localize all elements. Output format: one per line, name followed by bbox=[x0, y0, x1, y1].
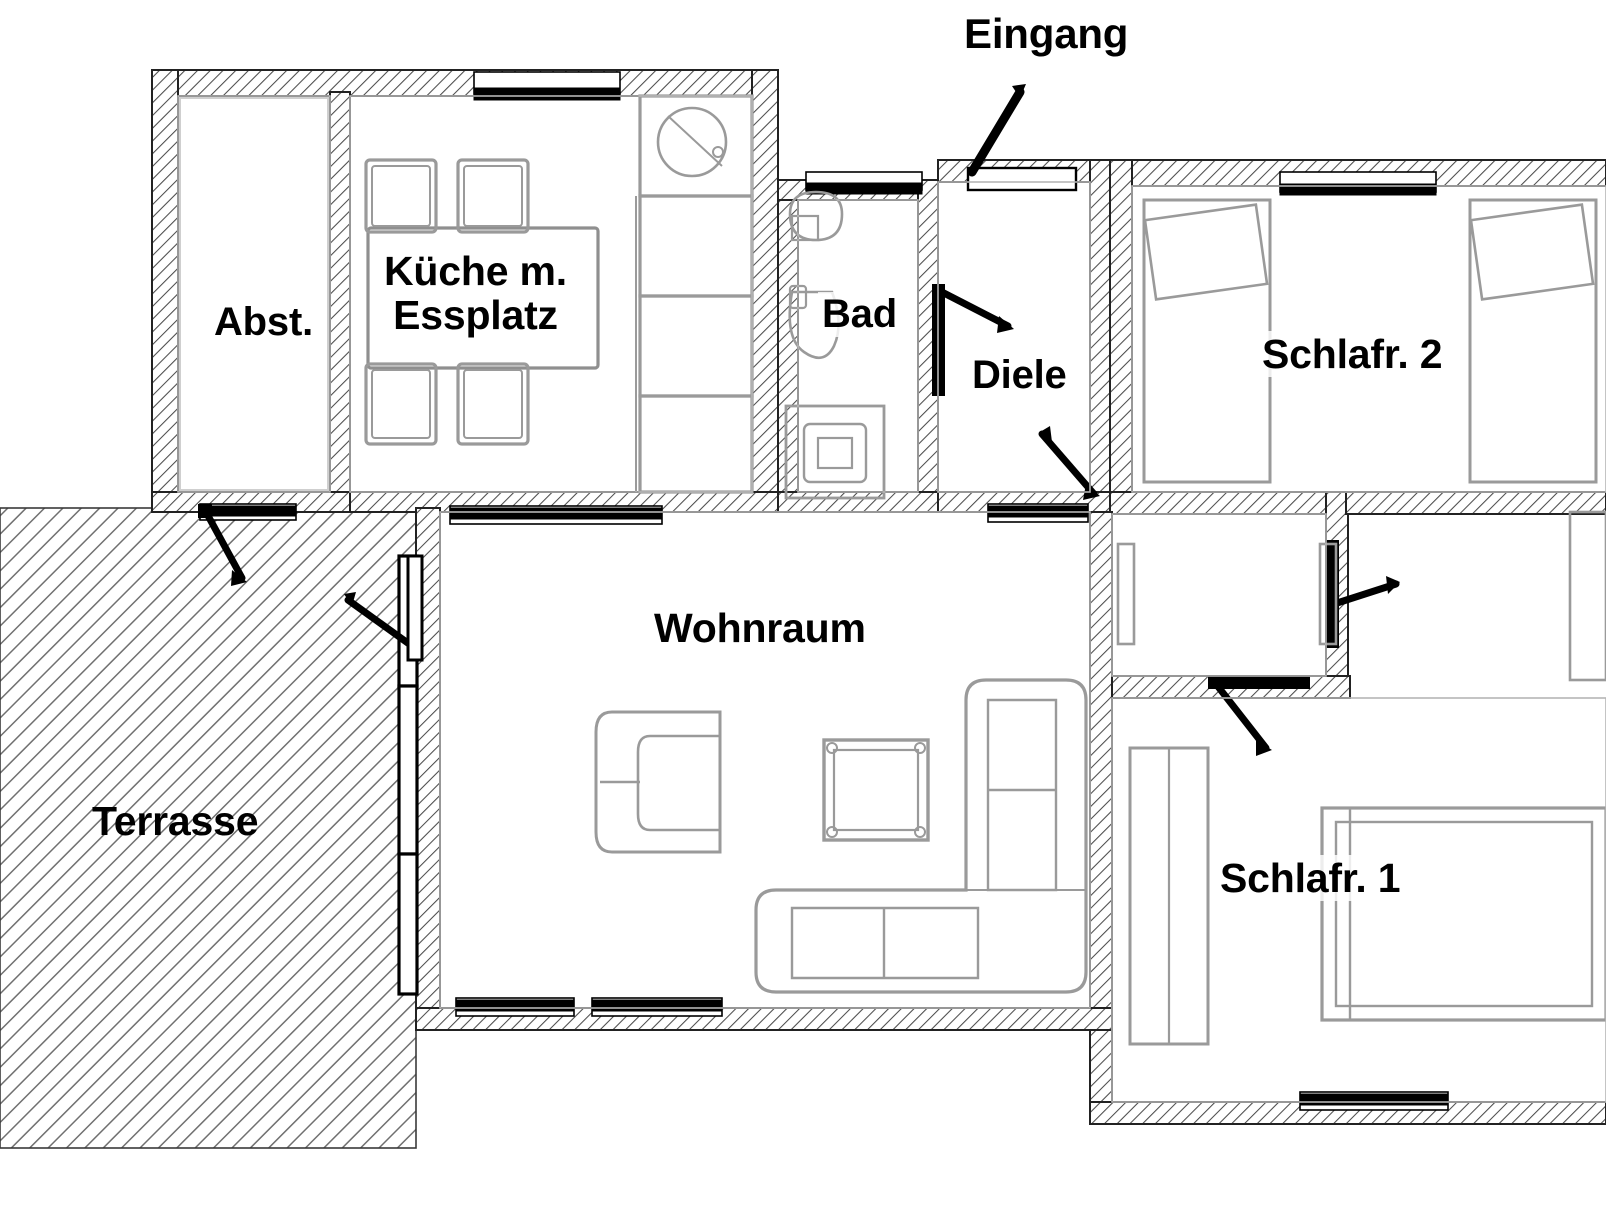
furniture-wardrobe bbox=[1128, 746, 1210, 1046]
furniture-dining-set bbox=[364, 158, 600, 446]
kitchen-sink-icon bbox=[656, 106, 728, 178]
furniture-bed bbox=[1468, 198, 1598, 484]
room-label-schlafzimmer-2: Schlafr. 2 bbox=[1258, 331, 1447, 378]
furniture-bed bbox=[1320, 806, 1606, 1022]
furniture-bedroom2 bbox=[1142, 198, 1606, 682]
shower-icon bbox=[784, 404, 886, 500]
door-entrance bbox=[967, 84, 1026, 177]
room-label-wohnraum: Wohnraum bbox=[650, 605, 870, 652]
furniture-bathroom bbox=[784, 190, 886, 500]
doors bbox=[198, 84, 1400, 756]
door-livingroom-west bbox=[344, 554, 424, 662]
window-livingroom-south-left bbox=[455, 997, 575, 1017]
room-label-schlafzimmer-1: Schlafr. 1 bbox=[1216, 855, 1405, 902]
furniture-chair bbox=[364, 158, 438, 234]
furniture-livingroom bbox=[594, 678, 1088, 994]
window-bedroom2-north bbox=[1279, 171, 1437, 196]
furniture-sectional-sofa bbox=[754, 678, 1088, 994]
window-kitchen-north bbox=[473, 71, 621, 101]
furniture-armchair bbox=[594, 710, 722, 854]
entrance-door-frame bbox=[966, 166, 1078, 192]
window-diele-south bbox=[987, 503, 1089, 523]
room-label-kueche: Küche m. Essplatz bbox=[380, 248, 571, 339]
window-abst-south bbox=[199, 503, 297, 521]
furniture-chair bbox=[456, 158, 530, 234]
window-livingroom-north bbox=[449, 505, 663, 525]
window-bedroom1-south bbox=[1299, 1091, 1449, 1111]
furniture-hall bbox=[1116, 542, 1338, 646]
furniture-chair bbox=[364, 362, 438, 446]
door-diele-south bbox=[1038, 426, 1100, 500]
furniture-chair bbox=[456, 362, 530, 446]
furniture-kitchen-counter bbox=[635, 94, 754, 494]
furniture-storage bbox=[179, 97, 329, 491]
terrace-area bbox=[0, 507, 417, 1149]
room-label-terrasse: Terrasse bbox=[92, 798, 259, 844]
furniture-bed bbox=[1142, 198, 1272, 484]
room-label-diele: Diele bbox=[968, 353, 1071, 399]
washbasin-icon bbox=[788, 190, 844, 242]
window-bath-north bbox=[805, 171, 923, 195]
room-label-bad: Bad bbox=[818, 292, 901, 338]
annotation-label-eingang: Eingang bbox=[964, 10, 1129, 57]
door-abst bbox=[198, 504, 247, 586]
window-livingroom-south-right bbox=[591, 997, 723, 1017]
room-label-abstellraum: Abst. bbox=[210, 300, 318, 346]
furniture-coffee-table bbox=[822, 738, 930, 842]
room-outlines bbox=[177, 95, 1606, 1103]
door-bedroom1 bbox=[1208, 676, 1310, 756]
furniture-bedroom1 bbox=[1128, 746, 1606, 1046]
